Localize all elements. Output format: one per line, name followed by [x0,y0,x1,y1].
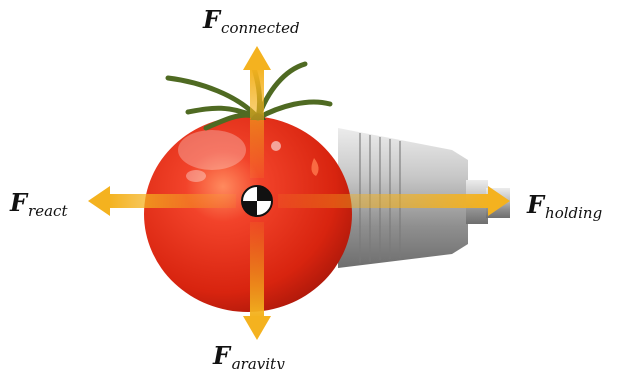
label-symbol: F [213,341,230,369]
label-f-gravity: Fgravity [213,344,285,368]
tomato-icon [144,62,352,312]
label-f-react: Freact [10,191,67,215]
label-f-holding: Fholding [527,193,602,217]
label-symbol: F [527,190,544,219]
label-subscript: react [28,202,67,220]
label-symbol: F [203,5,220,34]
label-symbol: F [10,188,27,217]
center-of-mass-icon [242,186,272,216]
label-subscript: connected [221,19,300,37]
label-subscript: holding [545,204,602,222]
label-f-connected: Fconnected [203,8,300,32]
label-subscript: gravity [231,355,285,369]
